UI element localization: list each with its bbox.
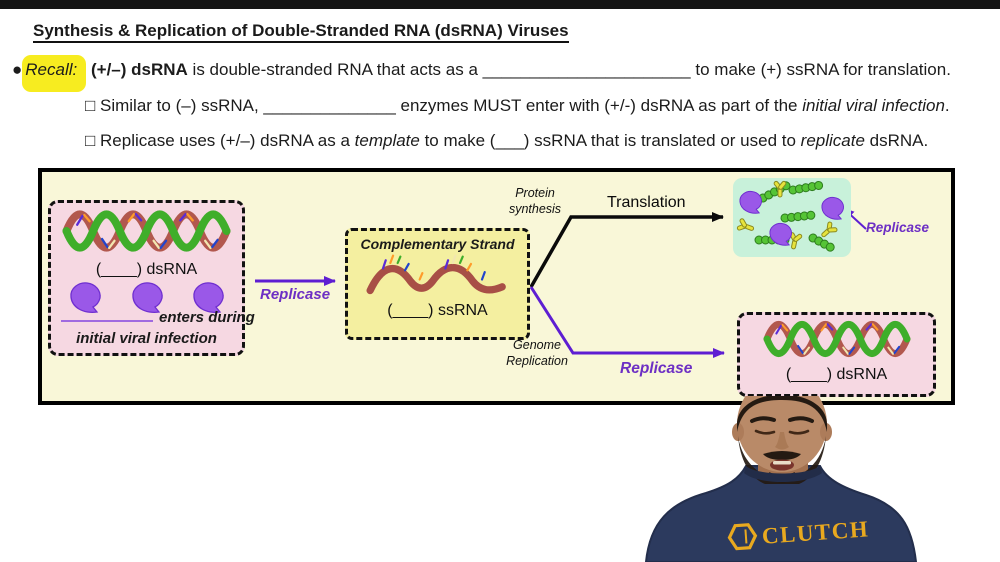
replicase-enzyme-icon	[193, 282, 224, 314]
instructor-mustache	[763, 451, 801, 460]
dsrna-helix-icon	[763, 321, 910, 357]
translation-label: Translation	[607, 194, 686, 211]
dsrna-replication-diagram: (____) dsRNA enters during initial viral…	[38, 168, 955, 405]
replicase-product-label: Replicase	[866, 220, 930, 235]
ear-right	[820, 423, 832, 441]
shirt-collar	[744, 466, 822, 482]
clutch-logo: CLUTCH	[727, 516, 870, 551]
recall-keyword-highlight: Recall:	[22, 55, 87, 92]
replicase-bottom-arrow-label: Replicase	[620, 360, 693, 377]
instructor-figure: CLUTCH	[644, 376, 918, 562]
bullet-dot: ●	[12, 60, 23, 79]
replicase-text-b: to make (___) ssRNA that is translated o…	[419, 131, 801, 150]
top-black-bar	[0, 0, 1000, 9]
clutch-hexagon-inner	[744, 529, 748, 544]
instructor-nose	[775, 432, 789, 450]
initial-infection-text: initial viral infection	[76, 330, 217, 347]
recall-bold-term: (+/–) dsRNA	[90, 60, 188, 79]
recall-line: ●Recall: (+/–) dsRNA is double-stranded …	[12, 55, 951, 92]
replicase-arrow-label: Replicase	[260, 286, 331, 303]
replicase-enzyme-icon	[131, 282, 163, 314]
similar-text-a: Similar to (–) ssRNA,	[95, 96, 264, 115]
ear-left	[732, 423, 744, 441]
replicated-dsrna-box: (____) dsRNA	[737, 312, 936, 397]
replicase-line: □ Replicase uses (+/–) dsRNA as a templa…	[85, 131, 928, 151]
clutch-hexagon-icon	[727, 523, 758, 551]
dsrna-helix-icon	[62, 210, 231, 252]
virion-dsrna-label: (____) dsRNA	[95, 261, 198, 278]
translation-arrow	[529, 212, 724, 288]
complementary-ssrna-label: (____) ssRNA	[387, 302, 488, 319]
similar-line: □ Similar to (–) ssRNA, ______________ e…	[85, 96, 950, 116]
genome-replication-label: Genome Replication	[506, 338, 568, 368]
eye-left	[754, 429, 776, 435]
protein-synthesis-label: Protein synthesis	[508, 186, 562, 216]
enzyme-name-blank	[61, 310, 153, 322]
complementary-strand-box: Complementary Strand (____) ssRNA	[345, 228, 530, 340]
recall-text-a: is double-stranded RNA that acts as a	[187, 60, 483, 79]
eye-right	[788, 429, 810, 435]
page-title: Synthesis & Replication of Double-Strand…	[33, 21, 569, 43]
similar-text-c: .	[944, 96, 950, 115]
enters-during-text: enters during	[159, 309, 255, 326]
square-bullet-2: □	[85, 131, 96, 150]
protein-products-icons	[736, 180, 844, 252]
infecting-dsrna-box: (____) dsRNA enters during initial viral…	[48, 200, 255, 356]
replicase-italic-b: replicate	[800, 131, 865, 150]
replicase-enzyme-icon	[70, 282, 101, 314]
recall-text-b: to make (+) ssRNA for translation.	[690, 60, 951, 79]
replicase-text-c: dsRNA.	[864, 131, 929, 150]
similar-italic: initial viral infection	[802, 96, 945, 115]
eyebrow-right	[788, 416, 814, 423]
replicase-enzymes-row	[51, 281, 242, 314]
page-title-text: Synthesis & Replication of Double-Strand…	[33, 21, 569, 43]
antibody-icon	[736, 180, 838, 250]
similar-blank: ______________	[263, 96, 396, 115]
replicated-dsrna-label: (____) dsRNA	[785, 366, 888, 383]
ssrna-strand-icon	[366, 254, 506, 295]
instructor-teeth	[773, 461, 791, 465]
recall-blank: ______________________	[482, 60, 691, 79]
replicase-text-a: Replicase uses (+/–) dsRNA as a	[95, 131, 355, 150]
square-bullet: □	[85, 96, 96, 115]
replicase-italic-a: template	[354, 131, 420, 150]
translated-proteins-box	[733, 178, 851, 257]
instructor-video: CLUTCH	[618, 376, 948, 562]
replicase-enzyme-icon	[739, 190, 844, 246]
similar-text-b: enzymes MUST enter with (+/-) dsRNA as p…	[395, 96, 803, 115]
eyebrow-left	[750, 416, 776, 423]
enters-during-line: enters during	[61, 309, 255, 326]
complementary-strand-title: Complementary Strand	[360, 236, 515, 252]
